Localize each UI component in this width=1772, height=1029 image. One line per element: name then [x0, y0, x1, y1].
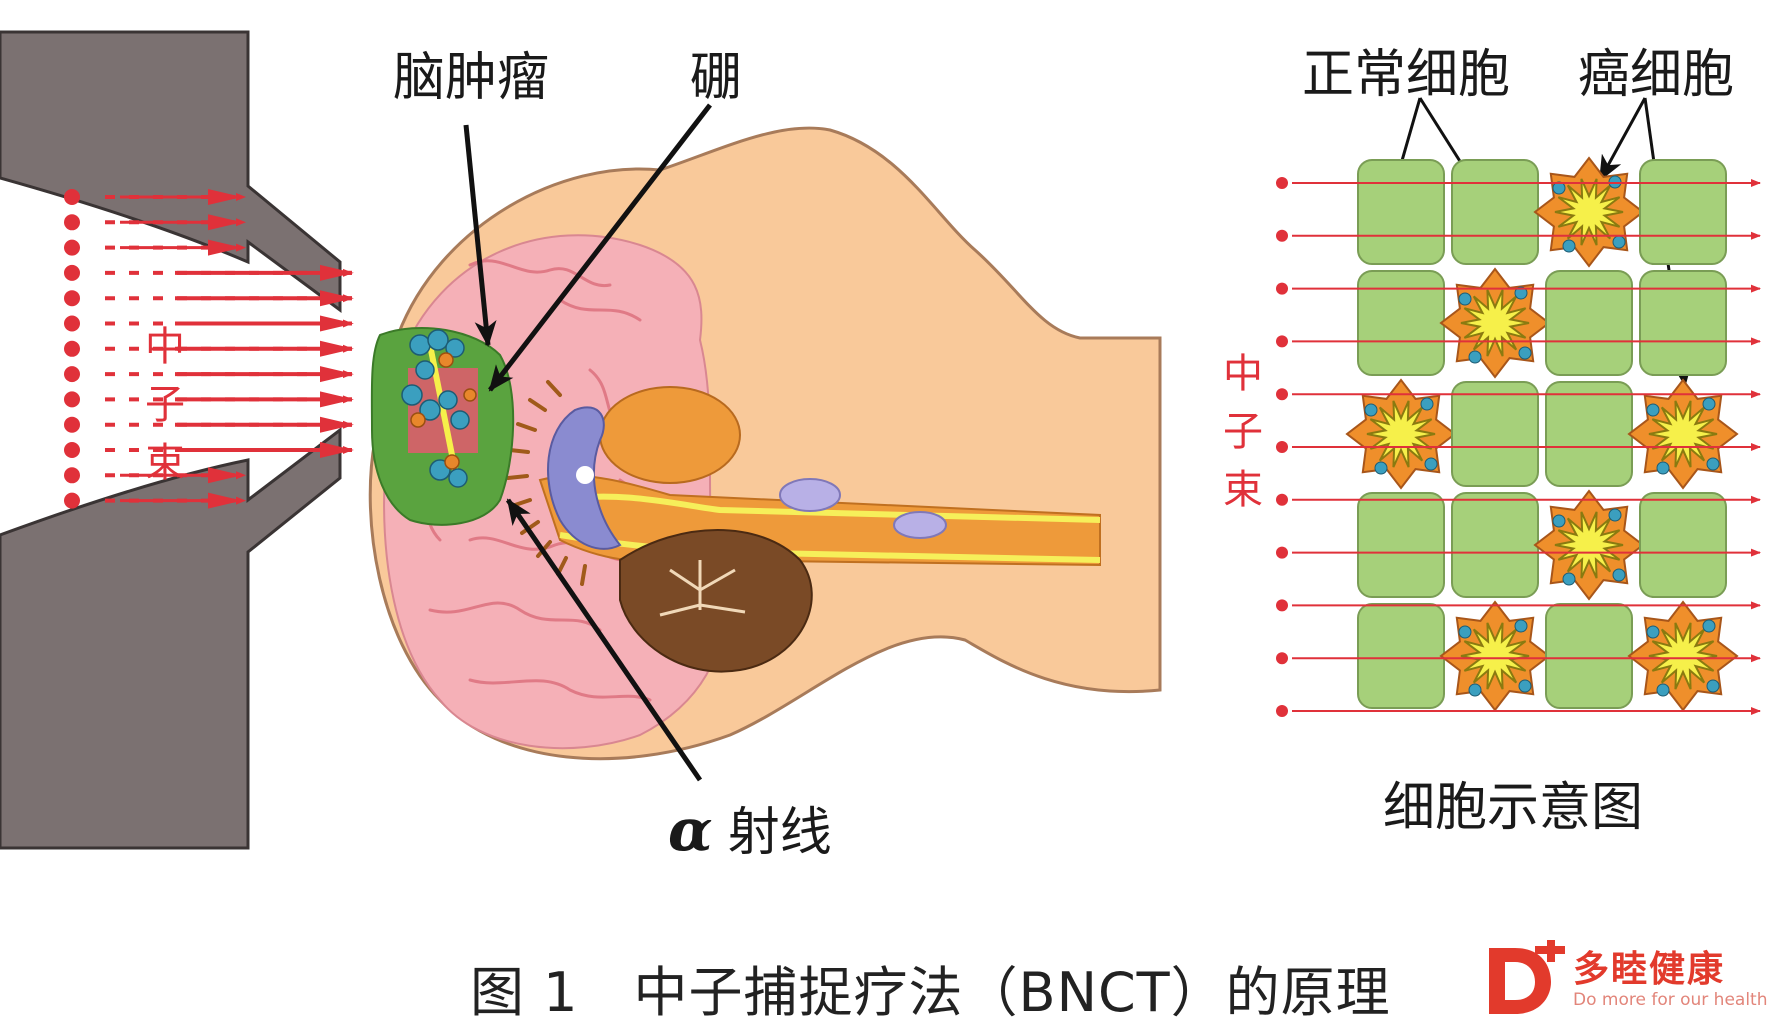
neutron-dot	[64, 442, 80, 458]
beam-char: 束	[1223, 467, 1263, 513]
neutron-dot	[64, 416, 80, 433]
label-neutron-beam-right: 中 子 束	[1218, 345, 1268, 519]
neutron-beam-left	[64, 189, 354, 509]
normal-cell	[1357, 492, 1445, 598]
neutron-dot	[1276, 546, 1288, 559]
neutron-dot	[1276, 493, 1288, 506]
neutron-dot	[1276, 388, 1288, 401]
alpha-ray-text: 射线	[727, 803, 832, 863]
cancer-cell	[1345, 378, 1457, 490]
neutron-dot	[1276, 599, 1288, 612]
label-cancer-cell: 癌细胞	[1578, 45, 1735, 105]
beam-char: 束	[145, 440, 185, 486]
neutron-dot	[64, 340, 80, 357]
neutron-dot	[64, 290, 80, 307]
boron-molecules	[401, 329, 477, 488]
alpha-symbol: α	[668, 796, 713, 864]
neutron-dot	[1276, 441, 1288, 453]
beam-char: 中	[145, 324, 185, 370]
normal-cell	[1357, 603, 1445, 709]
normal-cell	[1545, 270, 1633, 376]
logo-mark-icon	[1489, 940, 1565, 1014]
beam-char: 子	[145, 382, 185, 428]
collimator	[0, 30, 342, 850]
label-neutron-beam-left: 中 子 束	[140, 318, 190, 492]
normal-cell	[1357, 270, 1445, 376]
label-boron: 硼	[690, 48, 743, 108]
figure-caption: 图 1 中子捕捉疗法（BNCT）的原理	[470, 961, 1391, 1024]
neutron-dot	[64, 391, 80, 408]
brand-logo: 多睦健康 Do more for our health	[1485, 938, 1770, 1018]
logo-tagline: Do more for our health	[1573, 990, 1768, 1010]
normal-cell	[1451, 159, 1539, 265]
neutron-dot	[1276, 177, 1288, 189]
logo-name: 多睦健康	[1573, 949, 1726, 990]
neutron-dot	[64, 239, 80, 256]
normal-cell	[1639, 159, 1727, 265]
beam-char: 中	[1223, 351, 1263, 397]
neutron-dot	[64, 189, 80, 205]
neutron-beam-right	[1276, 177, 1761, 717]
neutron-dot	[1276, 335, 1288, 348]
cancer-cell	[1533, 156, 1645, 268]
cancer-cell	[1439, 267, 1551, 379]
neutron-dot	[64, 467, 80, 484]
label-cell-diagram: 细胞示意图	[1383, 778, 1644, 838]
neutron-dot	[1276, 229, 1288, 242]
neutron-dot	[64, 315, 80, 332]
neutron-dot	[64, 214, 80, 231]
label-brain-tumor: 脑肿瘤	[393, 48, 550, 108]
neutron-dot	[64, 264, 80, 281]
neutron-dot	[64, 366, 80, 383]
cancer-cell	[1627, 600, 1739, 712]
normal-cell	[1639, 270, 1727, 376]
neutron-dot	[64, 492, 80, 509]
cancer-cell	[1627, 378, 1739, 490]
cancer-cell	[1533, 489, 1645, 601]
label-normal-cell: 正常细胞	[1302, 45, 1511, 105]
normal-cell	[1545, 603, 1633, 709]
label-alpha-ray: α 射线	[668, 790, 832, 865]
normal-cell	[1451, 381, 1539, 487]
normal-cell	[1357, 159, 1445, 265]
beam-char: 子	[1223, 409, 1263, 455]
cancer-cell	[1439, 600, 1551, 712]
neutron-dot	[1276, 652, 1288, 665]
cell-grid	[1345, 156, 1739, 712]
normal-cell	[1451, 492, 1539, 598]
neutron-dot	[1276, 282, 1288, 295]
normal-cell	[1639, 492, 1727, 598]
neutron-dot	[1276, 705, 1288, 717]
head-illustration	[368, 126, 1162, 761]
normal-cell	[1545, 381, 1633, 487]
